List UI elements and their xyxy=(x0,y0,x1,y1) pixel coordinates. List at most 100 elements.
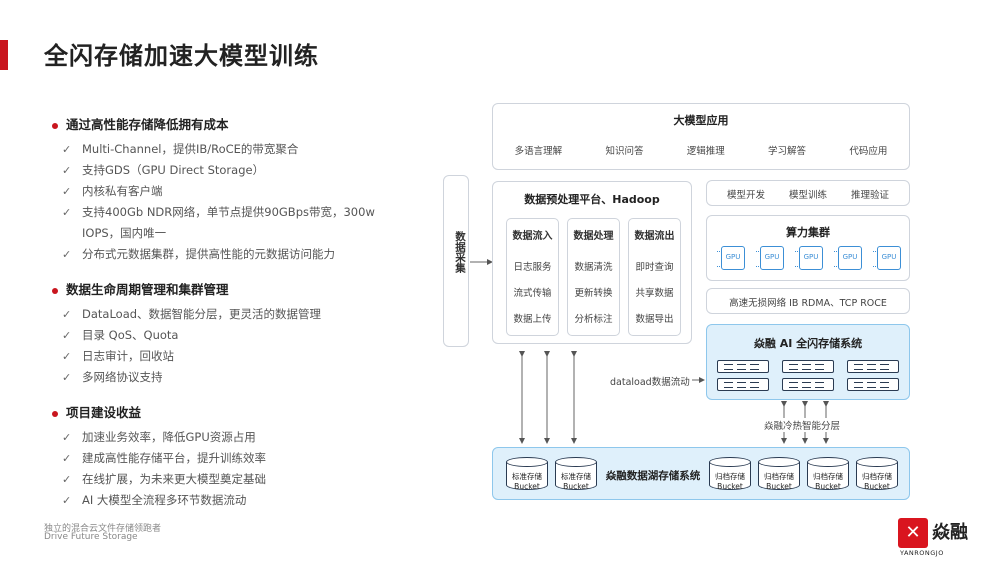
list-item: ✓支持GDS（GPU Direct Storage） xyxy=(62,160,412,181)
column-header: 数据流出 xyxy=(634,231,675,242)
server-icon xyxy=(782,378,834,391)
check-icon: ✓ xyxy=(62,350,72,363)
brand-logo-subtitle: YANRONGJO xyxy=(900,549,944,557)
bucket-label: Bucket xyxy=(563,482,589,491)
llm-application-box: 大模型应用 多语言理解 知识问答 逻辑推理 学习解答 代码应用 xyxy=(492,103,910,170)
bucket-label: Bucket xyxy=(815,482,841,491)
bucket-label: Bucket xyxy=(514,482,540,491)
bucket-label: 归档存储 xyxy=(715,472,745,481)
brand-logo-mark: ✕ xyxy=(898,518,928,548)
column-line: 数据导出 xyxy=(635,314,674,325)
list-item: ✓多网络协议支持 xyxy=(62,367,412,388)
bucket-cylinder-icon: 归档存储 Bucket xyxy=(856,457,898,493)
app-item: 学习解答 xyxy=(768,146,807,157)
list-item: ✓Multi-Channel，提供IB/RoCE的带宽聚合 xyxy=(62,139,412,160)
footer-tagline-cn: 独立的混合云文件存储领跑者 xyxy=(44,524,162,534)
column-line: 分析标注 xyxy=(574,314,613,325)
bullet-icon xyxy=(52,410,58,417)
bucket-label: Bucket xyxy=(717,482,743,491)
list-item: ✓目录 QoS、Quota xyxy=(62,325,412,346)
allflash-storage-title: 焱融 AI 全闪存储系统 xyxy=(753,337,863,350)
title-accent-bar xyxy=(0,40,8,70)
check-icon: ✓ xyxy=(62,494,72,507)
allflash-storage-box: 焱融 AI 全闪存储系统 xyxy=(706,324,910,400)
bucket-cylinder-icon: 标准存储 Bucket xyxy=(506,457,548,493)
list-item: ✓建成高性能存储平台，提升训练效率 xyxy=(62,448,412,469)
column-line: 即时查询 xyxy=(635,262,674,273)
check-icon: ✓ xyxy=(62,248,72,261)
column-data-process: 数据处理 数据清洗 更新转换 分析标注 xyxy=(567,218,620,336)
app-item: 多语言理解 xyxy=(514,146,563,157)
list-item: ✓AI 大模型全流程多环节数据流动 xyxy=(62,490,412,511)
bucket-cylinder-icon: 归档存储 Bucket xyxy=(758,457,800,493)
column-line: 数据上传 xyxy=(513,314,552,325)
gpu-chip-icon: GPU xyxy=(717,246,745,270)
bucket-label: 归档存储 xyxy=(813,472,843,481)
model-op-item: 模型开发 xyxy=(726,190,765,201)
bucket-label: 归档存储 xyxy=(862,472,892,481)
bucket-cylinder-icon: 归档存储 Bucket xyxy=(709,457,751,493)
app-item: 逻辑推理 xyxy=(686,146,725,157)
check-icon: ✓ xyxy=(62,371,72,384)
check-icon: ✓ xyxy=(62,329,72,342)
list-item: ✓支持400Gb NDR网络，单节点提供90GBps带宽，300w xyxy=(62,202,412,223)
server-icon xyxy=(717,378,769,391)
column-line: 流式传输 xyxy=(513,288,552,299)
check-icon: ✓ xyxy=(62,206,72,219)
data-collection-label: 数据采集 xyxy=(454,231,466,273)
data-collection-box: 数据采集 xyxy=(443,175,469,347)
column-header: 数据流入 xyxy=(512,231,553,242)
slide-title: 全闪存储加速大模型训练 xyxy=(44,42,319,70)
network-label: 高速无损网络 IB RDMA、TCP ROCE xyxy=(729,298,887,309)
bucket-label: Bucket xyxy=(864,482,890,491)
llm-application-items: 多语言理解 知识问答 逻辑推理 学习解答 代码应用 xyxy=(493,143,909,157)
model-op-item: 模型训练 xyxy=(788,190,827,201)
server-icon xyxy=(847,360,899,373)
app-item: 代码应用 xyxy=(849,146,888,157)
server-icon xyxy=(782,360,834,373)
gpu-chip-icon: GPU xyxy=(834,246,862,270)
bullet-icon xyxy=(52,122,58,129)
bucket-label: 标准存储 xyxy=(561,472,591,481)
model-ops-box: 模型开发 模型训练 推理验证 xyxy=(706,180,910,206)
check-icon: ✓ xyxy=(62,164,72,177)
network-box: 高速无损网络 IB RDMA、TCP ROCE xyxy=(706,288,910,314)
server-icon xyxy=(717,360,769,373)
column-line: 日志服务 xyxy=(513,262,552,273)
column-line: 更新转换 xyxy=(574,288,613,299)
bucket-cylinder-icon: 标准存储 Bucket xyxy=(555,457,597,493)
preprocess-platform-box: 数据预处理平台、Hadoop 数据流入 日志服务 流式传输 数据上传 数据处理 … xyxy=(492,181,692,344)
column-line: 数据清洗 xyxy=(574,262,613,273)
column-header: 数据处理 xyxy=(573,231,614,242)
column-data-out: 数据流出 即时查询 共享数据 数据导出 xyxy=(628,218,681,336)
preprocess-title: 数据预处理平台、Hadoop xyxy=(524,193,660,206)
list-item: ✓内核私有客户端 xyxy=(62,181,412,202)
compute-cluster-title: 算力集群 xyxy=(786,226,830,239)
list-item: ✓日志审计，回收站 xyxy=(62,346,412,367)
list-item: ✓加速业务效率，降低GPU资源占用 xyxy=(62,427,412,448)
list-item: ✓DataLoad、数据智能分层，更灵活的数据管理 xyxy=(62,304,412,325)
column-line: 共享数据 xyxy=(635,288,674,299)
section-heading-benefits: 项目建设收益 xyxy=(52,402,412,421)
list-item: ✓在线扩展，为未来更大模型奠定基础 xyxy=(62,469,412,490)
check-icon: ✓ xyxy=(62,308,72,321)
footer-tagline-en: Drive Future Storage xyxy=(44,532,138,542)
data-lake-title: 焱融数据湖存储系统 xyxy=(605,470,701,482)
column-data-in: 数据流入 日志服务 流式传输 数据上传 xyxy=(506,218,559,336)
model-op-item: 推理验证 xyxy=(850,190,889,201)
gpu-chip-icon: GPU xyxy=(795,246,823,270)
bucket-label: 标准存储 xyxy=(512,472,542,481)
bucket-cylinder-icon: 归档存储 Bucket xyxy=(807,457,849,493)
gpu-chip-icon: GPU xyxy=(756,246,784,270)
check-icon: ✓ xyxy=(62,143,72,156)
llm-application-title: 大模型应用 xyxy=(673,114,729,127)
dataload-flow-label: dataload数据流动 xyxy=(608,374,692,388)
check-icon: ✓ xyxy=(62,452,72,465)
list-item: ✓分布式元数据集群，提供高性能的元数据访问能力 xyxy=(62,244,412,265)
bullet-icon xyxy=(52,287,58,294)
check-icon: ✓ xyxy=(62,185,72,198)
feature-list: 通过高性能存储降低拥有成本 ✓Multi-Channel，提供IB/RoCE的带… xyxy=(52,114,412,511)
check-icon: ✓ xyxy=(62,473,72,486)
section-heading-cost: 通过高性能存储降低拥有成本 xyxy=(52,114,412,133)
server-icon xyxy=(847,378,899,391)
